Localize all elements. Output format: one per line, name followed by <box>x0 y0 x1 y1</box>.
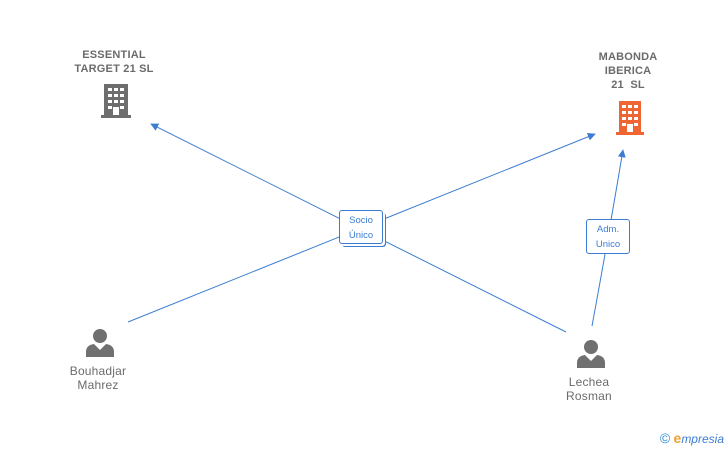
person-name-line: Bouhadjar <box>69 364 127 378</box>
brand-e: e <box>673 430 682 446</box>
edge-label-line: Adm. <box>596 224 620 235</box>
edge-label-line: Único <box>348 230 374 241</box>
company-name-line: ESSENTIAL <box>82 49 146 61</box>
empresia-watermark: © empresia <box>660 430 724 446</box>
company-name-line: TARGET 21 SL <box>74 63 154 75</box>
person-label-lechea[interactable]: Lechea Rosman <box>543 375 635 403</box>
person-name-line: Mahrez <box>77 378 119 392</box>
copyright-symbol: © <box>659 430 671 446</box>
company-name-line: MABONDA <box>598 51 658 63</box>
company-name-line: IBERICA <box>604 65 652 77</box>
edge-label-socio-unico[interactable]: Socio Único <box>339 210 383 244</box>
person-icon <box>577 340 605 368</box>
person-name-line: Rosman <box>566 389 612 403</box>
person-icon <box>86 329 114 357</box>
edge-label-line: Unico <box>595 239 621 250</box>
building-icon <box>101 84 131 118</box>
edge-label-adm-unico[interactable]: Adm. Unico <box>586 219 630 254</box>
company-label-mabonda[interactable]: MABONDA IBERICA 21 SL <box>578 50 678 92</box>
person-name-line: Lechea <box>568 375 610 389</box>
brand-name: mpresia <box>681 432 724 446</box>
edge-label-line: Socio <box>349 215 373 226</box>
building-icon <box>616 101 644 135</box>
person-label-bouhadjar[interactable]: Bouhadjar Mahrez <box>50 364 146 392</box>
company-name-line: 21 SL <box>611 79 645 91</box>
company-label-essential[interactable]: ESSENTIAL TARGET 21 SL <box>56 48 172 76</box>
